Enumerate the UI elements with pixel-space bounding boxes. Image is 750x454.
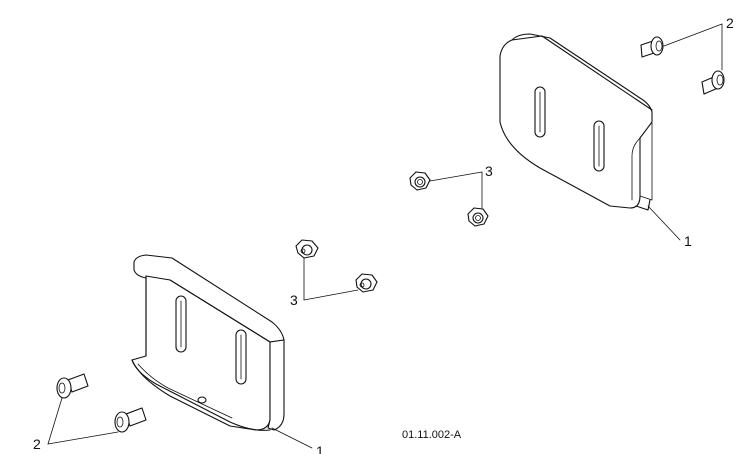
callout-3-left: 3	[290, 292, 298, 308]
callout-1-left: 1	[316, 443, 324, 454]
flange-nut-right-1	[409, 171, 431, 191]
callout-2-right: 2	[726, 15, 734, 31]
flange-nut-left-1	[295, 239, 319, 259]
figure-code: 01.11.002-A	[402, 429, 462, 441]
flange-nut-left-2	[355, 273, 378, 293]
skid-shoe-left	[131, 254, 285, 431]
callout-3-right: 3	[485, 163, 493, 179]
carriage-bolts-right: 2	[640, 15, 734, 95]
callout-1-right: 1	[684, 233, 692, 249]
carriage-bolt-left-2	[114, 407, 147, 433]
flange-nut-right-2	[467, 207, 489, 227]
skid-shoe-right	[499, 33, 653, 211]
callout-1-right-group: 1	[647, 205, 692, 249]
carriage-bolt-right-2	[701, 70, 725, 95]
carriage-bolt-left-1	[56, 373, 89, 399]
carriage-bolts-left: 2	[33, 373, 147, 452]
nuts-left: 3	[290, 239, 378, 308]
callout-1-left-group: 1	[271, 427, 324, 454]
nuts-right: 3	[409, 163, 493, 227]
carriage-bolt-right-1	[640, 36, 664, 58]
callout-2-left: 2	[33, 436, 41, 452]
